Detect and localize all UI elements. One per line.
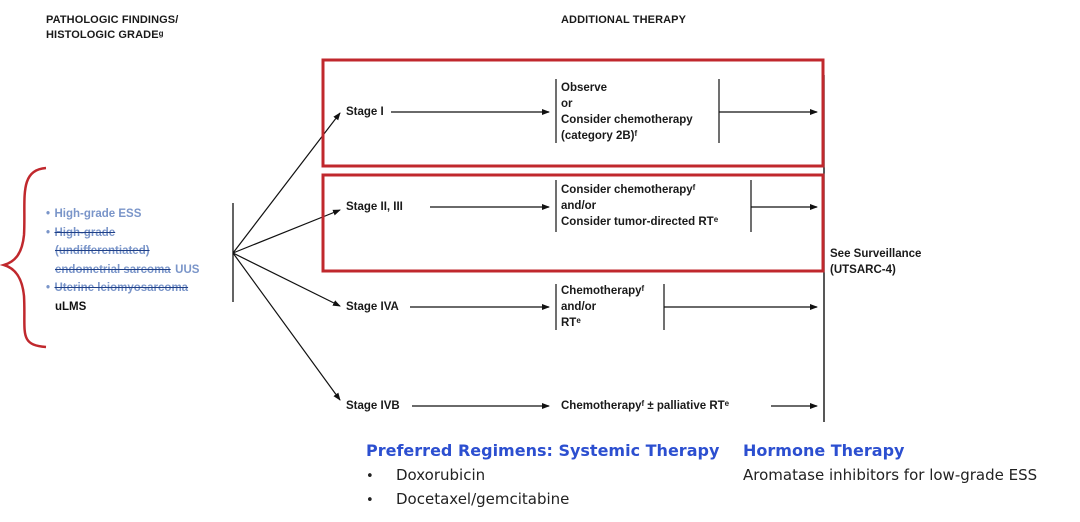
pathologic-header-line1: PATHOLOGIC FINDINGS/: [46, 14, 179, 26]
finding-uterine-leiomyosarcoma: Uterine leiomyosarcoma: [54, 282, 189, 294]
finding-endometrial-sarcoma: endometrial sarcoma: [55, 263, 171, 276]
stage-2-3-label: Stage II, III: [346, 201, 403, 213]
stage-4a-chemo-line: Chemotherapyf: [561, 283, 644, 299]
surveillance-label: See Surveillance (UTSARC-4): [830, 246, 921, 278]
stage-4a-rt: RT: [561, 317, 577, 329]
stage-1-category-text: (category 2B): [561, 130, 635, 142]
regimen-bullet-1: •: [366, 469, 374, 484]
finding-high-grade: High-grade: [54, 226, 116, 239]
finding-item-3-line2: uLMS: [46, 297, 199, 315]
stage-2-chemo: Consider chemotherapy: [561, 184, 693, 196]
pathologic-header-line2: HISTOLOGIC GRADE: [46, 29, 159, 41]
pathologic-header-sup: g: [158, 29, 164, 38]
red-brace: [0, 166, 47, 349]
stage-2-rt-line: Consider tumor-directed RTe: [561, 214, 718, 230]
finding-bullet-3: •: [46, 282, 51, 294]
additional-therapy-header: ADDITIONAL THERAPY: [561, 14, 687, 26]
stage-2-therapy: Consider chemotherapyf and/or Consider t…: [561, 182, 718, 230]
regimen-bullet-2: •: [366, 493, 374, 508]
stage-1-or: or: [561, 98, 573, 110]
hormone-therapy-title: Hormone Therapy: [743, 441, 905, 460]
finding-undifferentiated: (undifferentiated): [55, 245, 150, 257]
stage-4a-rt-sup: e: [576, 316, 581, 325]
stage-1-therapy: Observe or Consider chemotherapy (catego…: [561, 80, 693, 144]
finding-item-2-line2: (undifferentiated): [46, 241, 199, 260]
stage-4b-palliative-sup: e: [724, 399, 730, 408]
surveillance-line1: See Surveillance: [830, 248, 922, 260]
stage-4a-chemo: Chemotherapy: [561, 285, 642, 297]
stage-4a-chemo-sup: f: [641, 284, 645, 293]
arrow-to-stage4b: [232, 252, 341, 401]
finding-uus: UUS: [175, 263, 200, 276]
stage-2-chemo-sup: f: [692, 183, 696, 192]
stage-4b-label: Stage IVB: [346, 400, 400, 412]
pathologic-findings-header: PATHOLOGIC FINDINGS/ HISTOLOGIC GRADEg: [46, 13, 178, 43]
regimen-item-2: • Docetaxel/gemcitabine: [366, 490, 569, 509]
stage-4a-andor: and/or: [561, 301, 597, 313]
surveillance-line2: (UTSARC-4): [830, 264, 896, 276]
findings-list: • High-grade ESS • High-grade (undiffere…: [46, 204, 199, 315]
finding-item-1: • High-grade ESS: [46, 204, 199, 223]
finding-bullet-1: •: [46, 208, 51, 220]
stage-4a-therapy: Chemotherapyf and/or RTe: [561, 283, 644, 331]
finding-ulms: uLMS: [55, 300, 87, 313]
preferred-regimens-title: Preferred Regimens: Systemic Therapy: [366, 441, 720, 460]
stage-4b-palliative: ± palliative RT: [644, 400, 725, 412]
regimen-doxorubicin: Doxorubicin: [396, 466, 486, 484]
highlight-box-stage2: [321, 173, 825, 273]
regimen-item-1: • Doxorubicin: [366, 466, 485, 485]
finding-item-3: • Uterine leiomyosarcoma: [46, 278, 199, 297]
stage-1-category-sup: f: [634, 129, 638, 138]
stage-1-label: Stage I: [346, 106, 384, 118]
stage-4b-chemo-sup: f: [641, 399, 645, 408]
finding-bullet-2: •: [46, 226, 51, 239]
stage-4b-therapy: Chemotherapyf ± palliative RTe: [561, 398, 729, 414]
stage-2-rt-sup: e: [713, 215, 719, 224]
stage-4a-rt-line: RTe: [561, 315, 644, 331]
arrow-to-stage4a: [232, 252, 341, 307]
highlight-box-stage1: [321, 58, 825, 168]
stage-1-observe: Observe: [561, 82, 608, 94]
stage-1-consider-chemo: Consider chemotherapy: [561, 114, 693, 126]
finding-item-2: • High-grade: [46, 223, 199, 242]
stage-4b-chemo: Chemotherapy: [561, 400, 642, 412]
finding-item-2-line3: endometrial sarcoma UUS: [46, 260, 199, 279]
stage-2-rt: Consider tumor-directed RT: [561, 216, 714, 228]
regimen-docetaxel-gemcitabine: Docetaxel/gemcitabine: [396, 490, 570, 508]
hormone-therapy-text: Aromatase inhibitors for low-grade ESS: [743, 466, 1038, 484]
stage-2-andor: and/or: [561, 200, 597, 212]
stage-4a-label: Stage IVA: [346, 301, 399, 313]
finding-high-grade-ess: High-grade ESS: [54, 208, 142, 220]
stage-2-chemo-line: Consider chemotherapyf: [561, 182, 718, 198]
stage-1-category: (category 2B)f: [561, 128, 693, 144]
